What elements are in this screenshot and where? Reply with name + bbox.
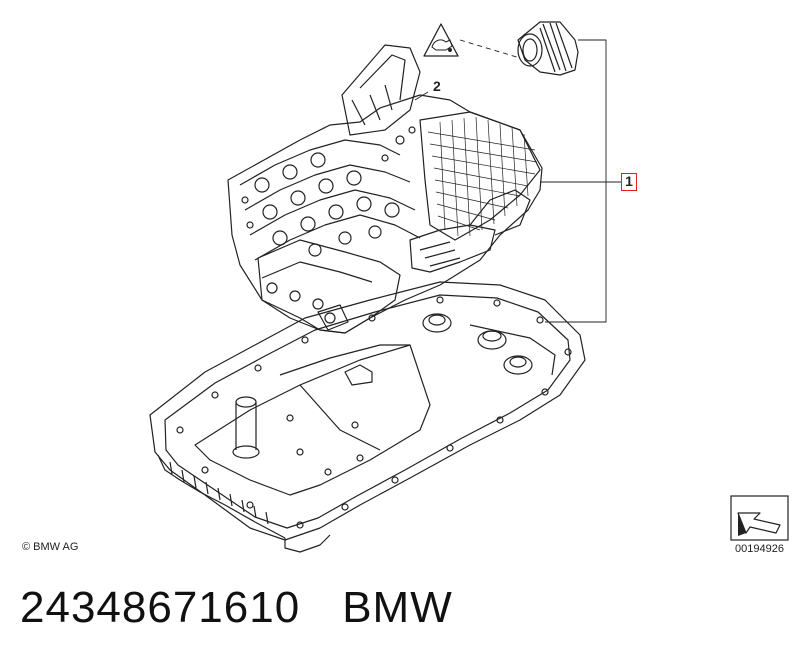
oil-warning-triangle-icon [423,23,459,57]
callout-part-1: 1 [621,173,637,191]
part-number: 24348671610 [20,583,301,632]
callout-bracket [540,39,621,323]
sleeve-adapter [517,21,579,76]
valve-body [227,44,543,334]
direction-arrow-icon [730,495,789,541]
callout-part-2: 2 [433,78,441,94]
diagram-id: 00194926 [735,543,784,555]
footer-caption: 24348671610 BMW [20,583,453,633]
brand-name: BMW [342,583,453,632]
oil-pan [149,281,586,553]
leader-line-part-2 [414,91,429,101]
leader-line-dashed [459,39,521,59]
copyright-text: © BMW AG [22,541,79,553]
